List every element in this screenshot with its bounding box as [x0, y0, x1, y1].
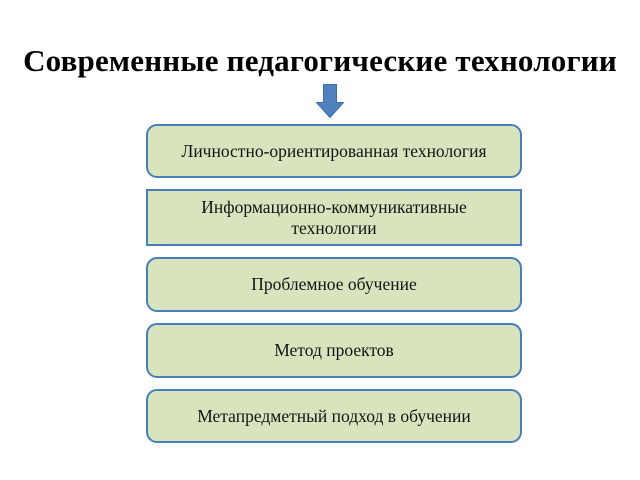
flow-box-label: Метапредметный подход в обучении — [197, 405, 471, 426]
flow-box-metasubject-approach: Метапредметный подход в обучении — [146, 389, 522, 443]
flow-box-problem-learning: Проблемное обучение — [146, 257, 522, 312]
flow-box-label: Проблемное обучение — [251, 274, 417, 295]
flow-box-label: Метод проектов — [274, 340, 394, 361]
flow-box-personal-oriented: Личностно-ориентированная технология — [146, 124, 522, 178]
down-arrow-icon — [316, 84, 344, 118]
technology-box-stack: Личностно-ориентированная технология Инф… — [146, 124, 522, 443]
slide-title: Современные педагогические технологии — [23, 43, 617, 78]
flow-box-label: Информационно-коммуникативные технологии — [201, 197, 467, 238]
flow-box-ict: Информационно-коммуникативные технологии — [146, 189, 522, 246]
flow-box-project-method: Метод проектов — [146, 323, 522, 378]
flow-box-label: Личностно-ориентированная технология — [181, 140, 487, 161]
